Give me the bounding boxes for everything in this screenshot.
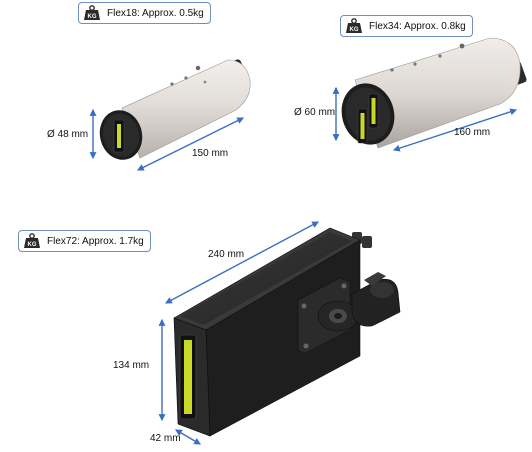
flex18-weight-badge: KG Flex18: Approx. 0.5kg (78, 2, 211, 24)
flex34-weight-label: Flex34: Approx. 0.8kg (369, 20, 466, 32)
weight-icon: KG (23, 233, 41, 249)
flex34-diameter-label: Ø 60 mm (294, 107, 336, 118)
dimension-lines (89, 86, 518, 445)
flex72-depth-label: 42 mm (150, 433, 181, 444)
weight-icon: KG (345, 18, 363, 34)
weight-icon: KG (83, 5, 101, 21)
svg-text:KG: KG (88, 14, 97, 20)
flex72-weight-label: Flex72: Approx. 1.7kg (47, 235, 144, 247)
flex34-weight-badge: KG Flex34: Approx. 0.8kg (340, 15, 473, 37)
flex34-sensor (341, 37, 527, 149)
flex34-length-label: 160 mm (454, 127, 491, 138)
svg-text:KG: KG (28, 242, 37, 248)
flex18-diameter-label: Ø 48 mm (47, 129, 89, 140)
flex72-height-label: 134 mm (113, 360, 150, 371)
flex18-length-label: 150 mm (192, 148, 229, 159)
flex18-weight-label: Flex18: Approx. 0.5kg (107, 7, 204, 19)
flex72-length-label: 240 mm (208, 249, 245, 260)
flex72-weight-badge: KG Flex72: Approx. 1.7kg (18, 230, 151, 252)
svg-text:KG: KG (350, 27, 359, 33)
